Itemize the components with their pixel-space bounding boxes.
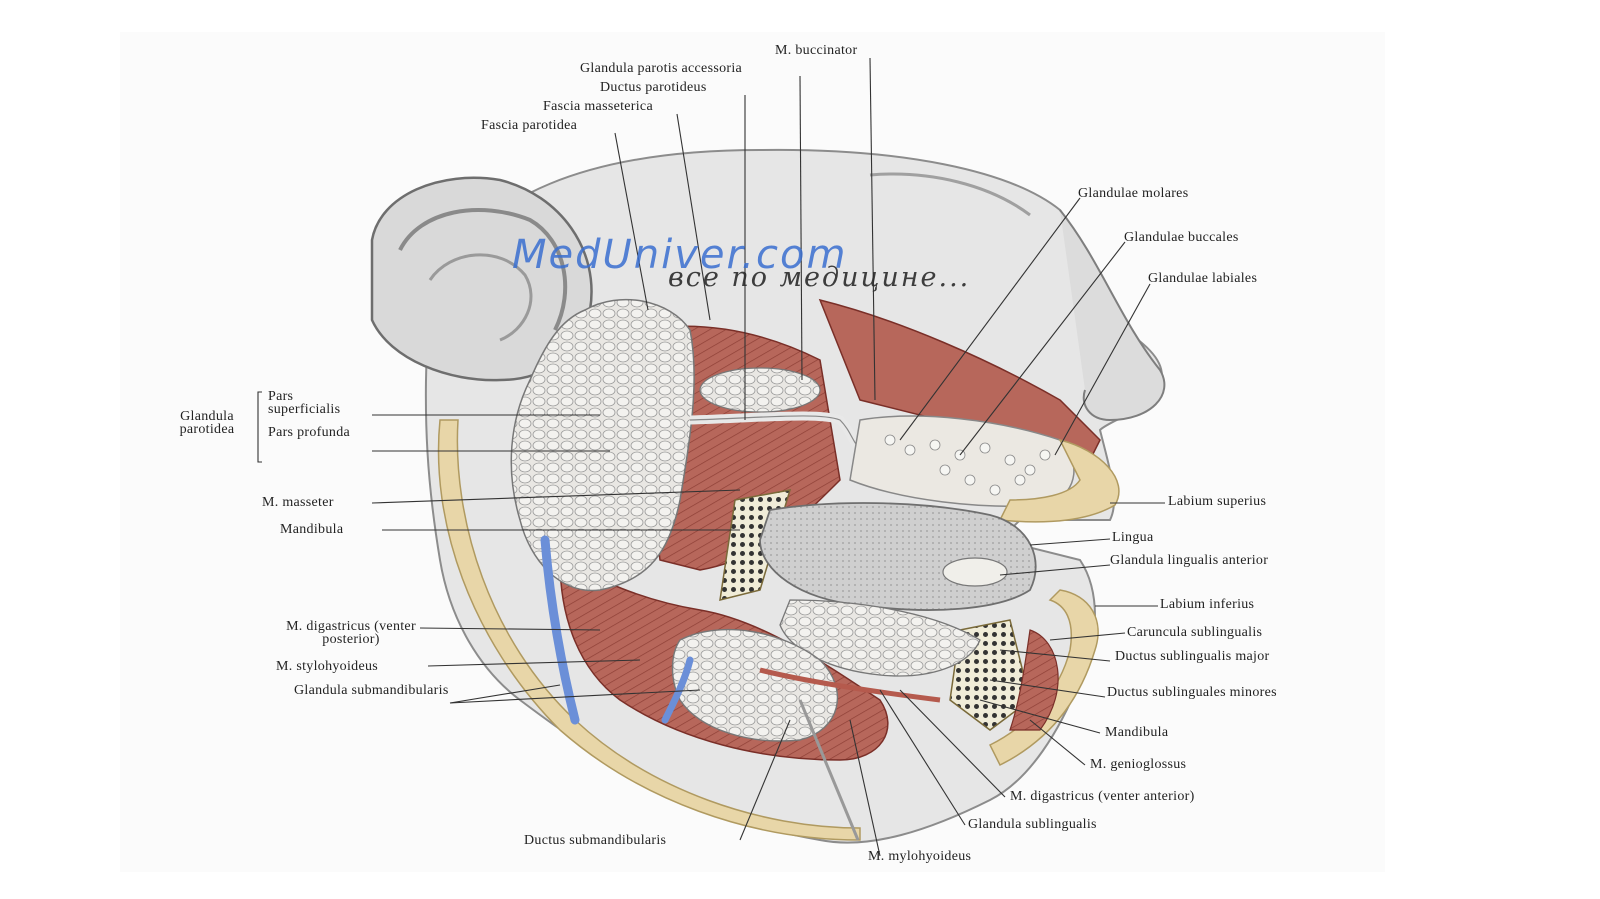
label-ductus-sublingualis-major: Ductus sublingualis major [1115,649,1270,664]
label-fascia-masseterica: Fascia masseterica [543,99,653,114]
label-glandula-lingualis-anterior: Glandula lingualis anterior [1110,553,1269,568]
facial-vein [661,656,694,724]
label-caruncula-sublingualis: Caruncula sublingualis [1127,625,1263,640]
submandibular-duct [759,667,941,703]
label-glandula-parotis-accessoria: Glandula parotis accessoria [580,61,743,76]
label-glandula-parotidea: Glandula parotidea [179,409,235,437]
probe [798,699,860,841]
label-ductus-sublinguales-minores: Ductus sublinguales minores [1107,685,1277,700]
label-m-buccinator: M. buccinator [775,43,858,58]
watermark-tagline: все по медицине... [668,262,971,293]
label-mandibula-lower: Mandibula [1105,725,1169,740]
label-glandula-sublingualis: Glandula sublingualis [968,817,1097,832]
label-m-stylohyoideus: M. stylohyoideus [276,659,379,674]
label-pars-profunda: Pars profunda [268,425,351,440]
label-m-digastricus-anterior: M. digastricus (venter anterior) [1010,789,1195,804]
label-ductus-parotideus: Ductus parotideus [600,80,707,95]
label-fascia-parotidea: Fascia parotidea [481,118,578,133]
label-pars-superficialis: Pars superficialis [268,389,341,417]
label-m-digastricus-posterior: M. digastricus (venter posterior) [286,619,416,647]
nose-shape [1059,209,1166,422]
fat-layer [437,419,861,841]
label-glandula-submandibularis: Glandula submandibularis [294,683,449,698]
label-labium-superius: Labium superius [1168,494,1267,509]
leader-lines [257,57,1165,857]
label-mandibula-upper: Mandibula [280,522,344,537]
label-glandulae-buccales: Glandulae buccales [1124,230,1239,245]
label-m-mylohyoideus: M. mylohyoideus [868,849,972,864]
parotid-gland [510,298,695,592]
label-labium-inferius: Labium inferius [1160,597,1255,612]
label-lingua: Lingua [1112,530,1154,545]
label-m-genioglossus: M. genioglossus [1090,757,1187,772]
label-ductus-submandibularis: Ductus submandibularis [524,833,667,848]
label-glandulae-molares: Glandulae molares [1078,186,1189,201]
label-glandulae-labiales: Glandulae labiales [1148,271,1258,286]
accessory-parotid [699,367,821,413]
watermark-site: MedUniver.com [512,232,848,278]
label-m-masseter: M. masseter [262,495,334,510]
anterior-lingual-gland [942,557,1008,587]
lower-lip-chin [988,589,1099,767]
upper-lip [998,438,1120,523]
